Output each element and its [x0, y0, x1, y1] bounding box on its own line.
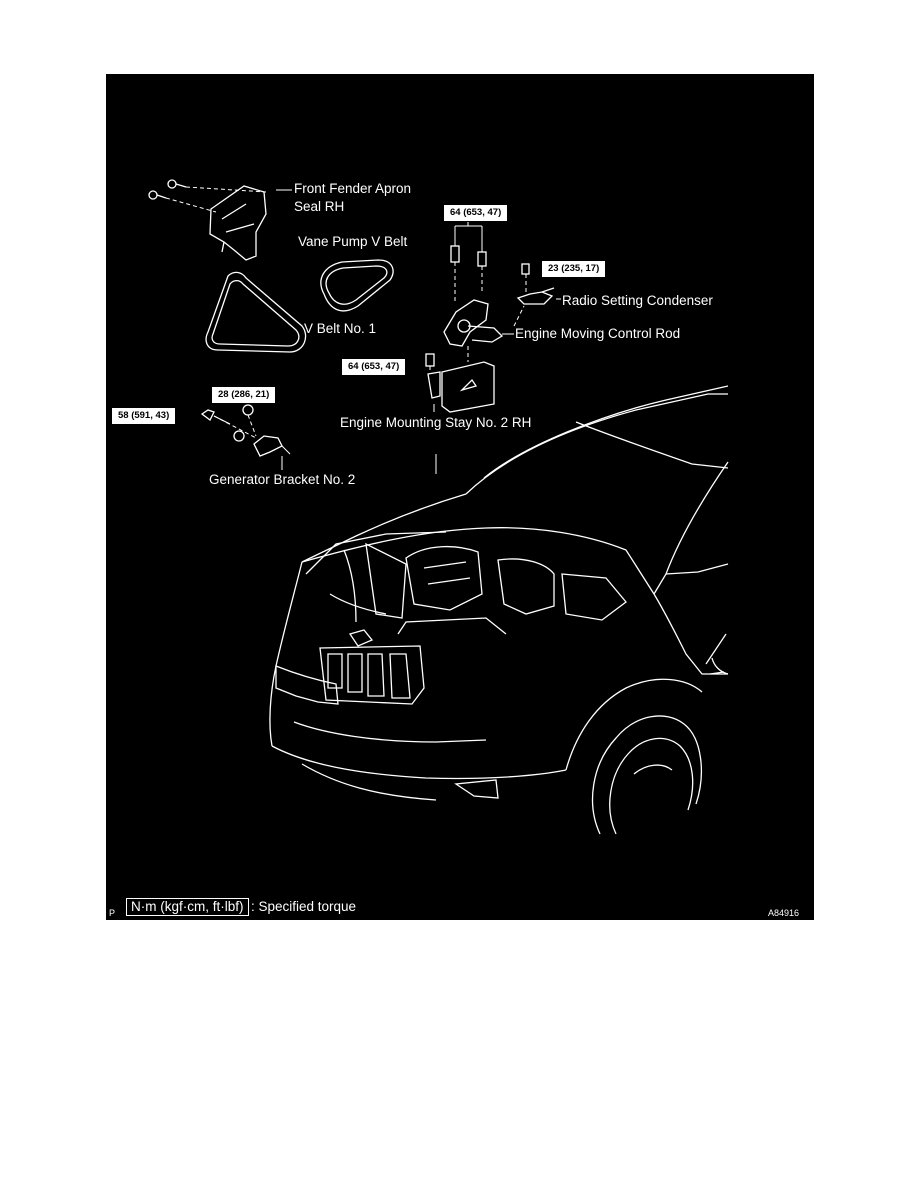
- label-vane-pump-v-belt: Vane Pump V Belt: [298, 234, 408, 249]
- legend-description: : Specified torque: [251, 899, 357, 914]
- corner-mark: P: [109, 908, 116, 918]
- fender-apron-seal-drawing: [148, 179, 292, 261]
- torque-spec-condenser: 23 (235, 17): [540, 260, 607, 278]
- torque-spec-generator-bolt: 58 (591, 43): [110, 407, 177, 425]
- label-radio-setting-condenser: Radio Setting Condenser: [562, 293, 713, 308]
- vane-pump-belt-drawing: [320, 259, 394, 312]
- torque-spec-generator-nut: 28 (286, 21): [210, 386, 277, 404]
- label-generator-bracket: Generator Bracket No. 2: [209, 472, 356, 487]
- exploded-diagram: Front Fender Apron Seal RH Vane Pump V B…: [106, 74, 814, 920]
- label-v-belt-no1: V Belt No. 1: [304, 321, 377, 336]
- v-belt-no1-drawing: [205, 271, 307, 353]
- control-rod-drawing: [443, 219, 561, 347]
- label-front-fender-apron-line2: Seal RH: [294, 199, 345, 214]
- legend-unit-box: N·m (kgf·cm, ft·lbf): [126, 898, 249, 916]
- torque-spec-control-rod: 64 (653, 47): [442, 204, 509, 222]
- vehicle-drawing: [269, 385, 729, 835]
- mounting-stay-drawing: [425, 346, 495, 413]
- label-engine-mounting-stay: Engine Mounting Stay No. 2 RH: [340, 415, 532, 430]
- torque-spec-mounting-stay: 64 (653, 47): [340, 358, 407, 376]
- label-front-fender-apron-line1: Front Fender Apron: [294, 181, 412, 196]
- generator-bracket-drawing: [200, 404, 291, 457]
- figure-code: A84916: [768, 908, 800, 918]
- label-engine-moving-control-rod: Engine Moving Control Rod: [515, 326, 681, 341]
- diagram-artwork: [148, 179, 729, 835]
